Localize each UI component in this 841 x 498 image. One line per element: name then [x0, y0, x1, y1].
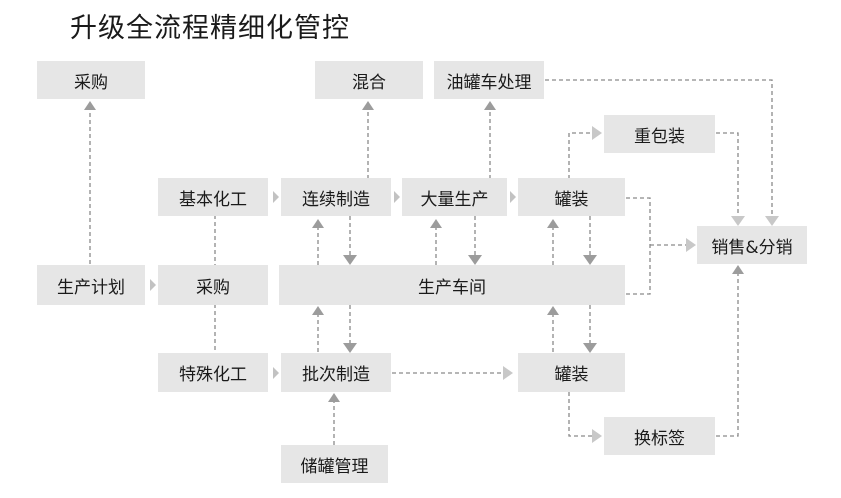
- arrow-filling-to-sales: [626, 197, 686, 295]
- node-filling-bottom: 罐装: [518, 353, 625, 392]
- node-specialty-chemicals: 特殊化工: [158, 353, 268, 392]
- flow-chevron-continuous-to-mass: [394, 191, 400, 203]
- node-tanker-handling: 油罐车处理: [434, 61, 544, 99]
- node-tank-management: 储罐管理: [281, 445, 388, 483]
- node-purchase-top: 采购: [37, 61, 145, 99]
- flow-chevron-mass-to-filling: [510, 191, 516, 203]
- node-batch-manufacturing: 批次制造: [281, 353, 391, 392]
- node-relabeling: 换标签: [604, 417, 715, 455]
- node-repackaging: 重包装: [604, 115, 715, 153]
- node-mass-production: 大量生产: [402, 178, 507, 216]
- flow-chevron-special-to-batch: [273, 367, 279, 379]
- arrow-filling-to-repack: [568, 132, 594, 179]
- node-filling-top: 罐装: [518, 178, 625, 216]
- node-sales-distribution: 销售&分销: [697, 226, 807, 264]
- flow-chevron-plan-to-purchase: [150, 279, 156, 291]
- arrow-tanker-to-sales: [545, 79, 773, 218]
- diagram-title: 升级全流程精细化管控: [70, 13, 350, 44]
- arrow-repack-to-sales: [716, 132, 739, 218]
- node-continuous-manufacturing: 连续制造: [281, 178, 391, 216]
- node-basic-chemicals: 基本化工: [158, 178, 268, 216]
- node-purchase-mid: 采购: [158, 265, 268, 305]
- node-production-workshop: 生产车间: [279, 265, 625, 305]
- node-production-plan: 生产计划: [37, 265, 145, 305]
- flow-chevron-basic-to-continuous: [273, 191, 279, 203]
- arrow-filling-to-relabel: [568, 392, 594, 437]
- arrow-relabel-to-sales: [716, 272, 739, 437]
- node-mixing: 混合: [315, 61, 423, 99]
